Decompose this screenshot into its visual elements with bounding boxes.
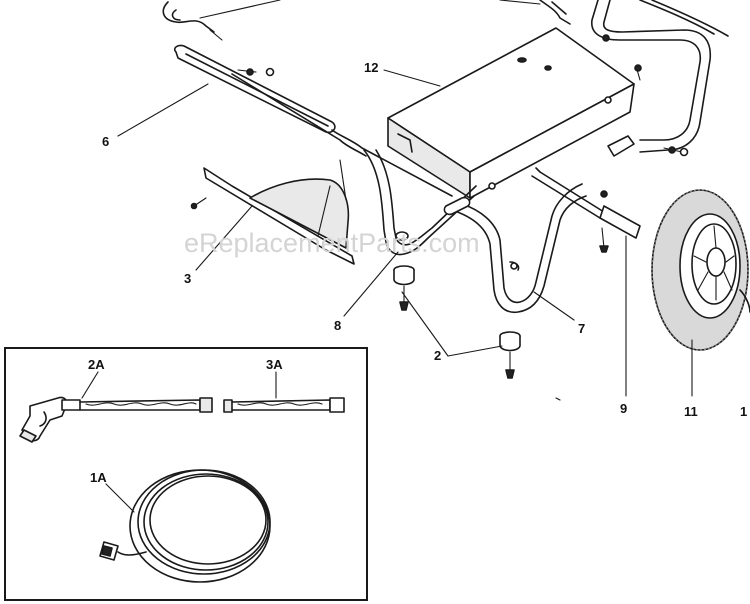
leader-lines: [117, 69, 693, 401]
callout-7: 7: [578, 321, 585, 336]
callout-2: 2: [434, 348, 441, 363]
wand-3A: [223, 397, 345, 413]
hose-coil-1A: [99, 469, 271, 583]
handle-part-6: [173, 44, 453, 197]
wheel-part-11: [651, 189, 750, 351]
watermark-text: eReplacementParts.com: [184, 228, 480, 258]
top-right-bracket-part: [499, 0, 571, 25]
callout-6: 6: [102, 134, 109, 149]
top-hook-part: [162, 0, 281, 41]
accessory-inset: 2A 3A 1A: [4, 347, 368, 601]
callout-1A: 1A: [90, 470, 107, 485]
callout-3: 3: [184, 271, 191, 286]
callout-2A: 2A: [88, 357, 105, 372]
lower-frame-part-8: [363, 149, 477, 256]
callout-11: 11: [684, 404, 698, 419]
callout-12: 12: [364, 60, 378, 75]
callout-9: 9: [620, 401, 627, 416]
callout-8: 8: [334, 318, 341, 333]
leader-1A: [105, 483, 135, 513]
foot-left: [393, 265, 415, 311]
axle-part-9: [531, 135, 689, 253]
upper-frame: [591, 0, 729, 153]
shield-part-3: [190, 159, 355, 265]
lower-frame-part-7: [443, 183, 587, 314]
leader-2A: [81, 371, 99, 399]
callout-3A: 3A: [266, 357, 283, 372]
foot-right: [499, 331, 521, 379]
spray-gun-2A: [19, 396, 213, 443]
bolt-nut-top: [237, 67, 275, 77]
callout-1-partial: 1: [740, 404, 747, 419]
tray-part-12: [387, 27, 642, 199]
